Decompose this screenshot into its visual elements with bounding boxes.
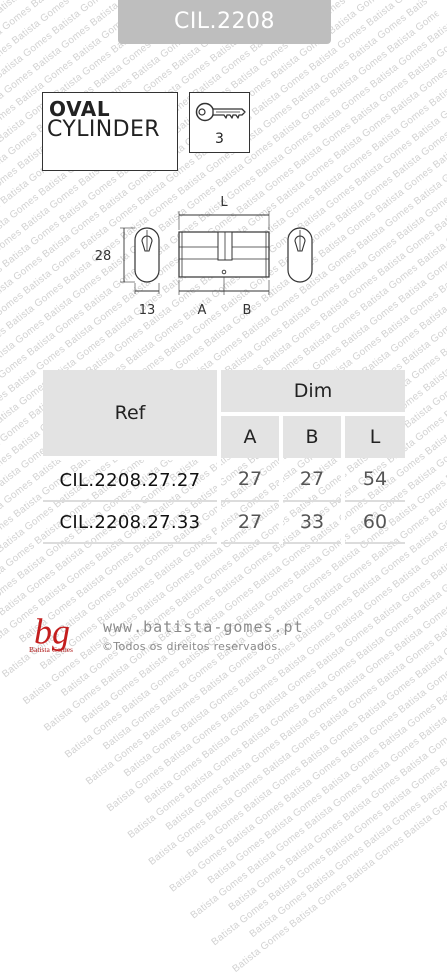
product-type-line1: OVAL bbox=[49, 97, 111, 121]
dimension-label-b: B bbox=[243, 303, 252, 318]
table-row: CIL.2208.27.33 27 33 60 bbox=[43, 501, 406, 544]
table-subheader-row: A B L bbox=[43, 414, 406, 458]
ref-header: Ref bbox=[43, 370, 221, 460]
cylinder-profile-right bbox=[287, 227, 313, 283]
row-dim-b: 27 bbox=[279, 458, 343, 502]
key-icon bbox=[195, 102, 246, 122]
key-count: 3 bbox=[215, 131, 224, 147]
spec-table: Ref Dim A B L CIL.2208.27.27 27 27 54 CI… bbox=[43, 370, 406, 544]
watermark-row: Batista Gomes Batista Gomes Batista Gome… bbox=[209, 316, 447, 949]
brand-logo: bg bbox=[34, 612, 70, 652]
copyright-notice: ©Todos os direitos reservados. bbox=[102, 640, 282, 653]
watermark-row: Batista Gomes Batista Gomes Batista Gome… bbox=[268, 335, 447, 967]
dimension-label-a: A bbox=[198, 303, 207, 318]
row-dim-a: 27 bbox=[217, 458, 281, 502]
subheader-b: B bbox=[279, 414, 343, 458]
table-header-row: Ref Dim bbox=[43, 370, 406, 460]
watermark-row: Batista Gomes Batista Gomes Batista Gome… bbox=[230, 343, 447, 975]
dimension-label-offset: 13 bbox=[139, 303, 156, 318]
subheader-l: L bbox=[340, 414, 406, 458]
row-ref: CIL.2208.27.33 bbox=[43, 501, 219, 544]
table-row: CIL.2208.27.27 27 27 54 bbox=[43, 458, 406, 502]
dimension-label-height: 28 bbox=[95, 249, 112, 264]
brand-mark: bg bbox=[34, 612, 70, 652]
dim-header: Dim bbox=[219, 370, 406, 416]
cylinder-side-view bbox=[178, 231, 270, 278]
website-link[interactable]: www.batista-gomes.pt bbox=[103, 618, 304, 636]
row-dim-l: 54 bbox=[340, 458, 406, 502]
subheader-a: A bbox=[219, 414, 281, 458]
row-dim-l: 60 bbox=[340, 501, 406, 544]
cylinder-diagram: L 28 13 A B bbox=[95, 195, 313, 318]
cylinder-profile-left bbox=[134, 227, 160, 283]
brand-name: Batista Gomes bbox=[29, 645, 73, 654]
product-type-line2: CYLINDER bbox=[47, 117, 160, 142]
dimension-label-l: L bbox=[220, 195, 228, 210]
page-title: CIL.2208 bbox=[118, 0, 331, 44]
row-dim-a: 27 bbox=[217, 501, 281, 544]
row-ref: CIL.2208.27.27 bbox=[43, 458, 219, 502]
key-count-badge: 3 bbox=[189, 92, 250, 153]
watermark-row: Batista Gomes Batista Gomes Batista Gome… bbox=[247, 308, 447, 940]
row-dim-b: 33 bbox=[279, 501, 343, 544]
product-type-badge: OVAL CYLINDER bbox=[42, 92, 178, 171]
